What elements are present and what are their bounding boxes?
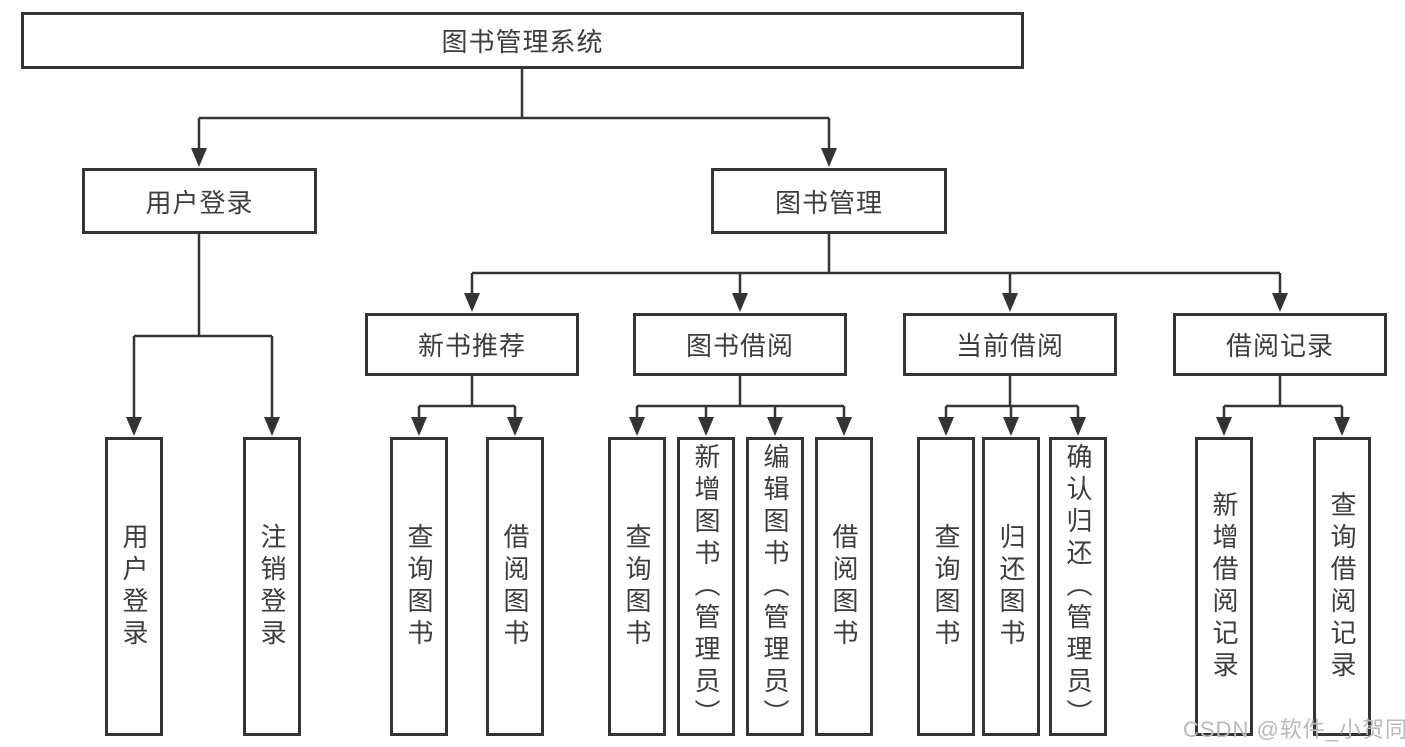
leaf-records-query-record: 查询借阅记录	[1313, 437, 1371, 736]
node-label: 查询图书	[931, 522, 961, 651]
node-label: 当前借阅	[955, 331, 1064, 361]
node-label: 借阅图书	[829, 522, 859, 651]
leaf-current-query-book: 查询图书	[917, 437, 975, 736]
node-book-management: 图书管理	[711, 168, 947, 234]
leaf-records-add-record: 新增借阅记录	[1195, 437, 1253, 736]
leaf-recommend-query-book: 查询图书	[390, 437, 448, 736]
arrowheads	[126, 148, 1350, 436]
leaf-current-confirm-return-admin: 确认归还（管理员）	[1049, 437, 1107, 736]
node-label: 用户登录	[119, 522, 149, 651]
leaf-borrow-add-book-admin: 新增图书（管理员）	[677, 437, 735, 736]
node-library-management-system: 图书管理系统	[21, 12, 1024, 69]
node-label: 查询借阅记录	[1327, 490, 1357, 683]
leaf-user-login: 用户登录	[105, 437, 163, 736]
leaf-borrow-edit-book-admin: 编辑图书（管理员）	[746, 437, 804, 736]
node-label: 确认归还（管理员）	[1063, 442, 1093, 731]
leaf-logout: 注销登录	[243, 437, 301, 736]
node-label: 图书管理系统	[441, 27, 604, 57]
node-label: 编辑图书（管理员）	[760, 442, 790, 731]
node-label: 图书管理	[774, 187, 883, 218]
node-label: 借阅图书	[500, 522, 530, 651]
leaf-current-return-book: 归还图书	[982, 437, 1040, 736]
node-new-book-recommendation: 新书推荐	[365, 313, 579, 376]
node-label: 查询图书	[622, 522, 652, 651]
leaf-recommend-borrow-book: 借阅图书	[486, 437, 544, 736]
node-label: 注销登录	[257, 522, 287, 651]
node-label: 用户登录	[145, 187, 254, 218]
node-label: 新增图书（管理员）	[691, 442, 721, 731]
csdn-watermark: CSDN @软件_小贺同学	[1183, 717, 1405, 742]
node-borrowing-records: 借阅记录	[1173, 313, 1387, 376]
node-label: 新书推荐	[417, 331, 526, 361]
leaf-borrow-query-book: 查询图书	[608, 437, 666, 736]
node-book-borrowing: 图书借阅	[633, 313, 847, 376]
leaf-borrow-borrow-book: 借阅图书	[815, 437, 873, 736]
node-label: 新增借阅记录	[1209, 490, 1239, 683]
node-current-borrowing: 当前借阅	[903, 313, 1117, 376]
node-label: 查询图书	[404, 522, 434, 651]
node-label: 借阅记录	[1225, 331, 1334, 361]
node-label: 归还图书	[996, 522, 1026, 651]
node-user-login: 用户登录	[82, 168, 317, 234]
node-label: 图书借阅	[685, 331, 794, 361]
